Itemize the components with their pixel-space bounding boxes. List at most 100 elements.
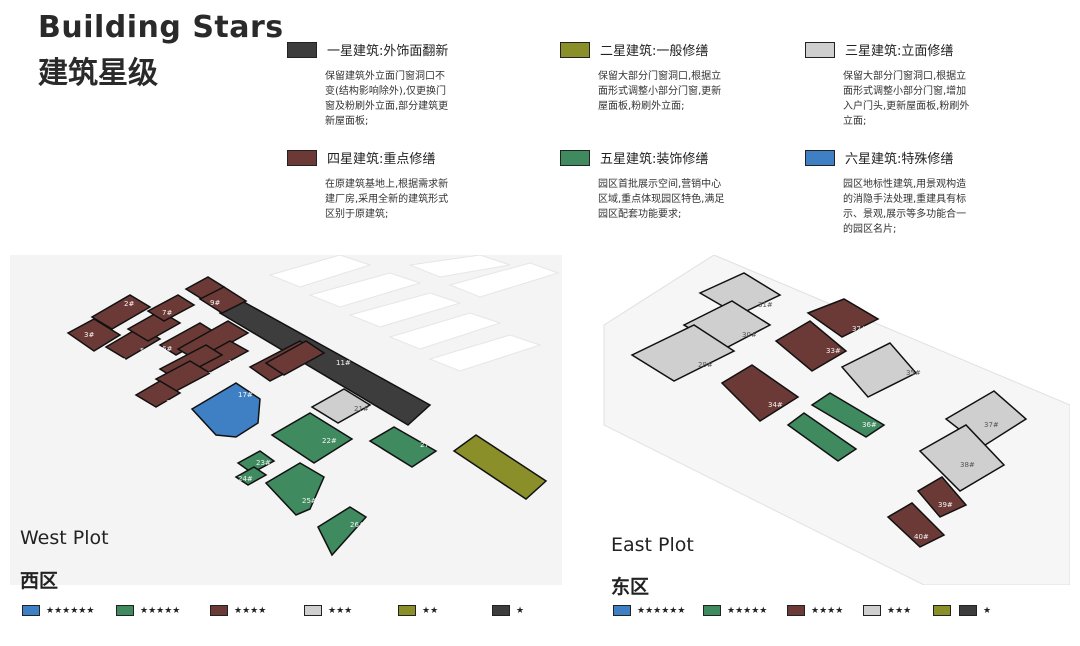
legend-swatch (863, 605, 881, 616)
building-24 (234, 466, 268, 486)
building-label: 7# (162, 309, 172, 317)
building-label: 16# (166, 399, 181, 407)
building-17 (190, 382, 261, 438)
building-label: 18# (282, 387, 297, 395)
category-swatch (560, 149, 590, 166)
building-26 (317, 506, 368, 557)
category-swatch (560, 41, 590, 58)
building-label: 29# (698, 361, 713, 369)
building-label: 13# (228, 359, 243, 367)
building-9 (198, 286, 248, 314)
category-swatch (287, 41, 317, 58)
building-label: 36# (862, 421, 877, 429)
legend-item: ★★★ (304, 605, 398, 616)
west-plot-label-cn: 西区 (20, 570, 59, 592)
category-name: 二星建筑:一般修缮 (600, 44, 709, 59)
legend-item: ★ (492, 605, 542, 616)
building-21 (310, 388, 372, 424)
category-name: 四星建筑:重点修缮 (327, 152, 436, 167)
west-plot-svg: 2# 3# 4# 5# 6# 7# 8# 9# 11# 12# 13# 14# … (10, 255, 562, 585)
building-label: 6# (162, 345, 172, 353)
building-label: 30# (742, 331, 757, 339)
building-label: 24# (238, 475, 253, 483)
building-40 (886, 502, 946, 548)
legend-stars: ★ (516, 605, 525, 616)
category-desc: 园区首批展示空间,营销中心区域,重点体现园区特色,满足园区配套功能要求; (598, 179, 725, 220)
building-22 (270, 412, 354, 464)
building-7 (146, 294, 196, 322)
east-plot-map: 29# 30# 31# 32# 33# 34# 35# 36# 37# 38# … (594, 255, 1070, 585)
legend-stars: ★★★ (328, 605, 353, 616)
legend-swatch (703, 605, 721, 616)
building-3 (66, 318, 122, 352)
building-label: 39# (938, 501, 953, 509)
legend-swatch (22, 605, 40, 616)
building-two-star (452, 434, 548, 500)
legend-stars: ★★★★★★ (46, 605, 95, 616)
building-32 (806, 298, 880, 338)
category-four-star: 四星建筑:重点修缮 在原建筑基地上,根据需求新建厂房,采用全新的建筑形式区别于原… (287, 148, 477, 222)
legend-swatch (492, 605, 510, 616)
legend-item: ★★ (398, 605, 492, 616)
legend-stars: ★★★★★★ (637, 605, 686, 616)
legend-swatch (613, 605, 631, 616)
legend-swatch (933, 605, 951, 616)
building-27 (368, 426, 438, 468)
legend-stars: ★★★★ (234, 605, 267, 616)
legend-item: ★★★★ (210, 605, 304, 616)
building-29 (630, 324, 736, 382)
category-desc: 园区地标性建筑,用景观构造的消隐手法处理,重建具有标示、景观,展示等多功能合一的… (843, 179, 967, 235)
category-name: 六星建筑:特殊修缮 (845, 152, 954, 167)
building-36 (810, 392, 886, 438)
category-name: 三星建筑:立面修缮 (845, 44, 954, 59)
building-label: 35# (906, 369, 921, 377)
building-label: 32# (852, 325, 867, 333)
legend-item: ★★★★★★ (22, 605, 116, 616)
building-label: 38# (960, 461, 975, 469)
building-35 (840, 342, 918, 398)
building-label: 34# (768, 401, 783, 409)
building-16 (134, 380, 182, 408)
legend-stars: ★ (983, 605, 992, 616)
building-label: 5# (140, 347, 150, 355)
building-label: 40# (914, 533, 929, 541)
building-2 (90, 294, 152, 330)
building-label: 12# (248, 341, 263, 349)
building-label: 19# (302, 371, 317, 379)
building-label: 21# (354, 405, 369, 413)
building-label: 8# (192, 311, 202, 319)
building-label: 31# (758, 301, 773, 309)
legend-swatch (304, 605, 322, 616)
category-desc: 保留大部分门窗洞口,根据立面形式调整小部分门窗,增加入户门头,更新屋面板,粉刷外… (843, 71, 970, 127)
building-34 (720, 364, 800, 422)
category-name: 五星建筑:装饰修缮 (600, 152, 709, 167)
legend-stars: ★★ (422, 605, 439, 616)
category-swatch (287, 149, 317, 166)
legend-swatch (116, 605, 134, 616)
legend-item: ★★★★★ (703, 605, 787, 616)
building-23 (236, 450, 276, 474)
category-desc: 保留大部分门窗洞口,根据立面形式调整小部分门窗,更新屋面板,粉刷外立面; (598, 71, 722, 112)
legend-stars: ★★★★ (811, 605, 844, 616)
category-five-star: 五星建筑:装饰修缮 园区首批展示空间,营销中心区域,重点体现园区特色,满足园区配… (560, 148, 750, 222)
east-plot-label-cn: 东区 (611, 576, 650, 598)
legend-item: ★★★★★★ (613, 605, 703, 616)
page-title-en: Building Stars (38, 10, 284, 45)
east-plot-svg: 29# 30# 31# 32# 33# 34# 35# 36# 37# 38# … (594, 255, 1070, 585)
building-label: 11# (336, 359, 351, 367)
legend-swatch (398, 605, 416, 616)
category-name: 一星建筑:外饰面翻新 (327, 44, 449, 59)
building-19 (264, 340, 326, 376)
building-label: 15# (194, 385, 209, 393)
building-label: 9# (210, 299, 220, 307)
building-label: 23# (256, 459, 271, 467)
category-six-star: 六星建筑:特殊修缮 园区地标性建筑,用景观构造的消隐手法处理,重建具有标示、景观… (805, 148, 995, 237)
east-legend: ★★★★★★ ★★★★★ ★★★★ ★★★ ★ (613, 605, 1009, 616)
building-label: 22# (322, 437, 337, 445)
legend-item: ★★★ (863, 605, 933, 616)
building-label: 37# (984, 421, 999, 429)
building-label: 27# (420, 441, 435, 449)
legend-swatch (959, 605, 977, 616)
building-label: 4# (116, 357, 126, 365)
west-legend: ★★★★★★ ★★★★★ ★★★★ ★★★ ★★ ★ (22, 605, 542, 616)
